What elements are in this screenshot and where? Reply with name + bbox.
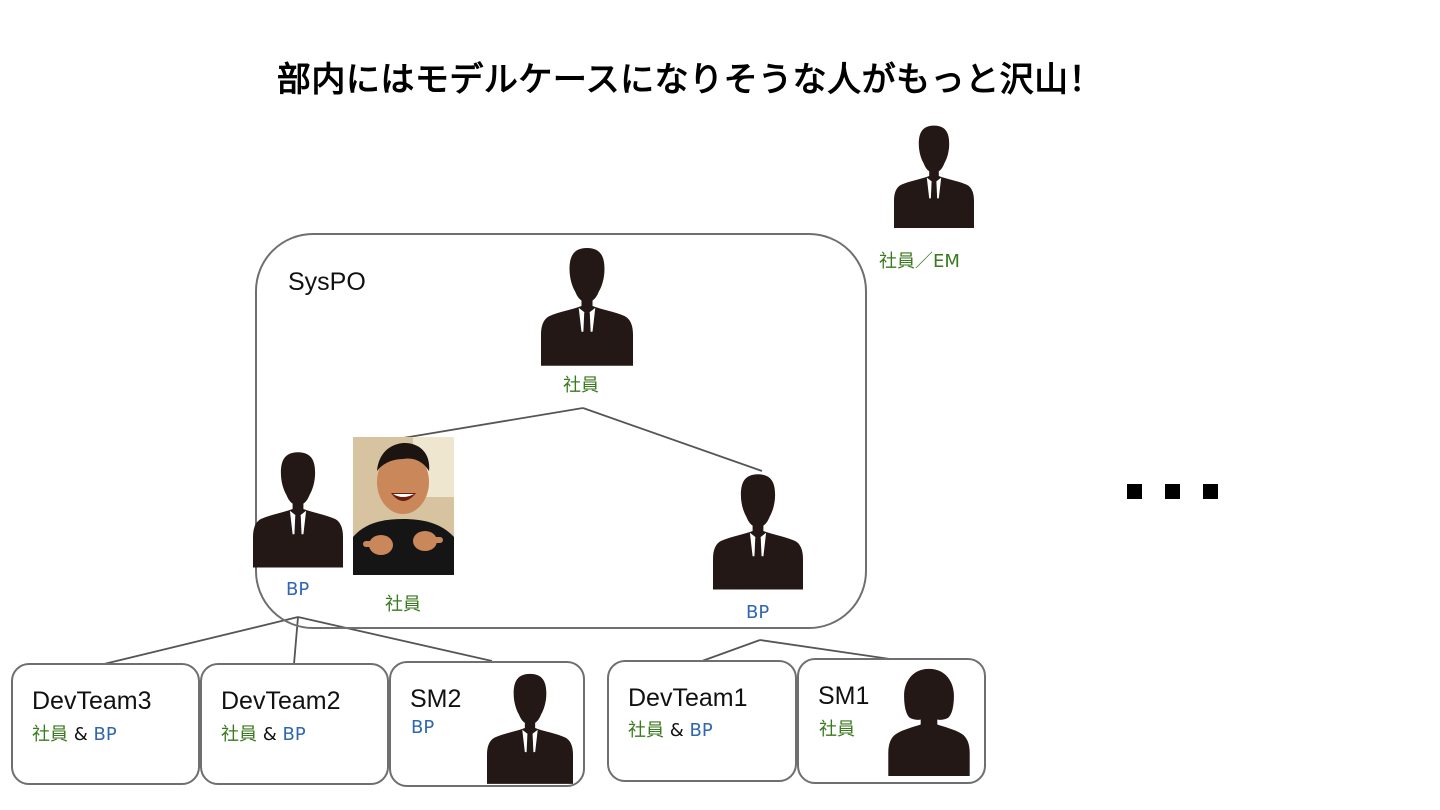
role-separator: &	[262, 724, 277, 745]
man-silhouette-icon	[253, 447, 343, 571]
connector-line	[103, 616, 299, 665]
page-title: 部内にはモデルケースになりそうな人がもっと沢山！	[276, 60, 1104, 100]
team-name: DevTeam1	[628, 684, 748, 712]
team-box-sm1: SM1 社員	[797, 658, 986, 784]
ellipsis-dots-icon	[1127, 484, 1218, 499]
role-bp: BP	[411, 717, 435, 738]
man-silhouette-icon	[713, 468, 803, 594]
connector-line	[402, 407, 584, 439]
team-name: DevTeam2	[221, 687, 341, 715]
team-name: DevTeam3	[32, 687, 152, 715]
role-label: BP	[746, 602, 770, 623]
role-employee: 社員	[819, 719, 855, 740]
connector-line	[297, 616, 493, 662]
connector-line	[701, 639, 761, 662]
role-label: 社員／EM	[879, 251, 960, 272]
role-label: 社員	[385, 594, 421, 615]
team-box-sm2: SM2 BP	[389, 661, 585, 787]
role-separator: &	[669, 720, 684, 741]
team-roles: 社員 & BP	[32, 720, 117, 746]
role-separator: &	[73, 724, 88, 745]
role-employee: 社員	[628, 720, 664, 741]
team-roles: 社員 & BP	[221, 720, 306, 746]
role-bp: BP	[689, 720, 713, 741]
connector-line	[759, 639, 891, 660]
connector-line	[582, 407, 763, 472]
team-name: SM1	[818, 682, 870, 710]
syspo-group	[255, 233, 867, 629]
woman-silhouette-icon	[887, 668, 971, 776]
role-bp: BP	[282, 724, 306, 745]
role-bp: BP	[93, 724, 117, 745]
role-employee: 社員	[32, 724, 68, 745]
team-box-devteam1: DevTeam1 社員 & BP	[607, 660, 797, 782]
man-silhouette-icon	[541, 243, 633, 369]
man-silhouette-icon	[894, 121, 974, 231]
role-employee: 社員	[221, 724, 257, 745]
team-roles: 社員 & BP	[628, 716, 713, 742]
role-label: BP	[286, 579, 310, 600]
team-name: SM2	[410, 685, 462, 713]
person-photo	[353, 437, 454, 575]
syspo-label: SysPO	[288, 268, 366, 296]
team-box-devteam3: DevTeam3 社員 & BP	[11, 663, 200, 785]
role-label: 社員	[563, 375, 599, 396]
team-box-devteam2: DevTeam2 社員 & BP	[200, 663, 389, 785]
man-silhouette-icon	[487, 671, 573, 785]
